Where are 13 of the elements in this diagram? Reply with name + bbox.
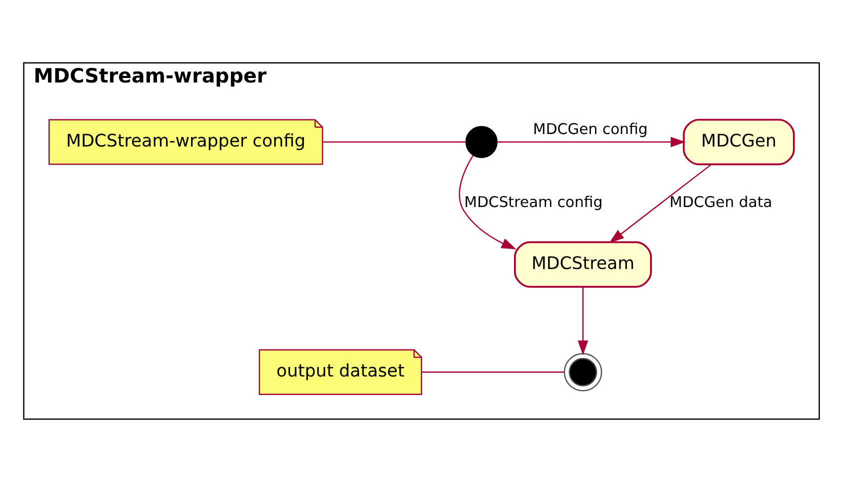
- arrow: [497, 136, 686, 147]
- edge-label: MDCGen data: [670, 194, 772, 211]
- connector: [322, 140, 466, 142]
- connector: [422, 371, 564, 372]
- edge-label: MDCGen config: [533, 120, 648, 138]
- arrow: [609, 163, 712, 243]
- node-box: MDCStream: [514, 240, 652, 288]
- arrow: [458, 154, 516, 249]
- edge-label: MDCStream config: [464, 194, 603, 211]
- arrow: [578, 286, 588, 355]
- node-circle: [564, 352, 602, 391]
- node-circle: [465, 125, 498, 158]
- node-box: MDCGen: [682, 118, 795, 165]
